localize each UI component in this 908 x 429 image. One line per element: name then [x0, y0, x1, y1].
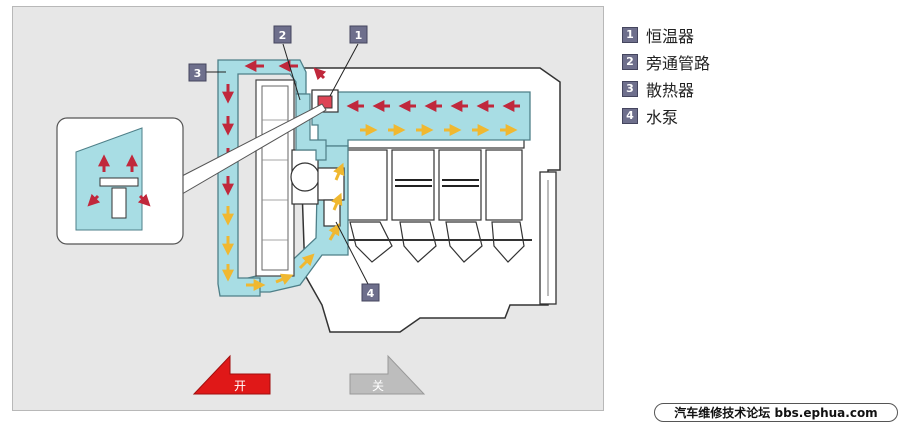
thermostat-detail-inset	[56, 103, 327, 245]
legend-item-thermostat: 1 恒温器	[622, 24, 822, 46]
legend-badge: 4	[622, 107, 638, 124]
legend-badge: 1	[622, 26, 638, 43]
callout-badge-4: 4	[361, 283, 380, 302]
callout-badge-2: 2	[273, 25, 292, 44]
bypass-line	[295, 93, 327, 161]
radiator	[217, 59, 307, 297]
callout-leaders	[206, 43, 369, 285]
cooling-system-diagram: 1 2 3 4 开 关	[56, 25, 561, 395]
legend-badge: 3	[622, 80, 638, 97]
cylinder-row	[344, 149, 523, 221]
legend-label: 水泵	[646, 107, 679, 127]
legend: 1 恒温器 2 旁通管路 3 散热器 4 水泵	[622, 24, 822, 132]
crankshaft	[340, 221, 532, 263]
thermostat	[311, 89, 339, 113]
legend-item-water-pump: 4 水泵	[622, 105, 822, 127]
legend-item-bypass-line: 2 旁通管路	[622, 51, 822, 73]
callout-badge-3: 3	[188, 63, 207, 82]
callout-number: 4	[367, 287, 375, 300]
close-button-label: 关	[372, 379, 384, 393]
callout-badge-1: 1	[349, 25, 368, 44]
callout-number: 3	[194, 67, 202, 80]
legend-label: 恒温器	[646, 26, 695, 46]
legend-item-radiator: 3 散热器	[622, 78, 822, 100]
open-button-label: 开	[234, 379, 246, 393]
close-button[interactable]: 关	[349, 354, 426, 395]
warm-flow-arrows	[222, 124, 518, 291]
callout-number: 2	[279, 29, 287, 42]
fan-pulley	[290, 149, 320, 205]
legend-label: 散热器	[646, 80, 695, 100]
legend-badge: 2	[622, 53, 638, 70]
open-button[interactable]: 开	[192, 354, 271, 395]
legend-label: 旁通管路	[646, 53, 711, 73]
callout-number: 1	[355, 29, 363, 42]
head-coolant-jacket	[311, 91, 531, 147]
forum-watermark: 汽车维修技术论坛 bbs.ephua.com	[654, 403, 898, 422]
